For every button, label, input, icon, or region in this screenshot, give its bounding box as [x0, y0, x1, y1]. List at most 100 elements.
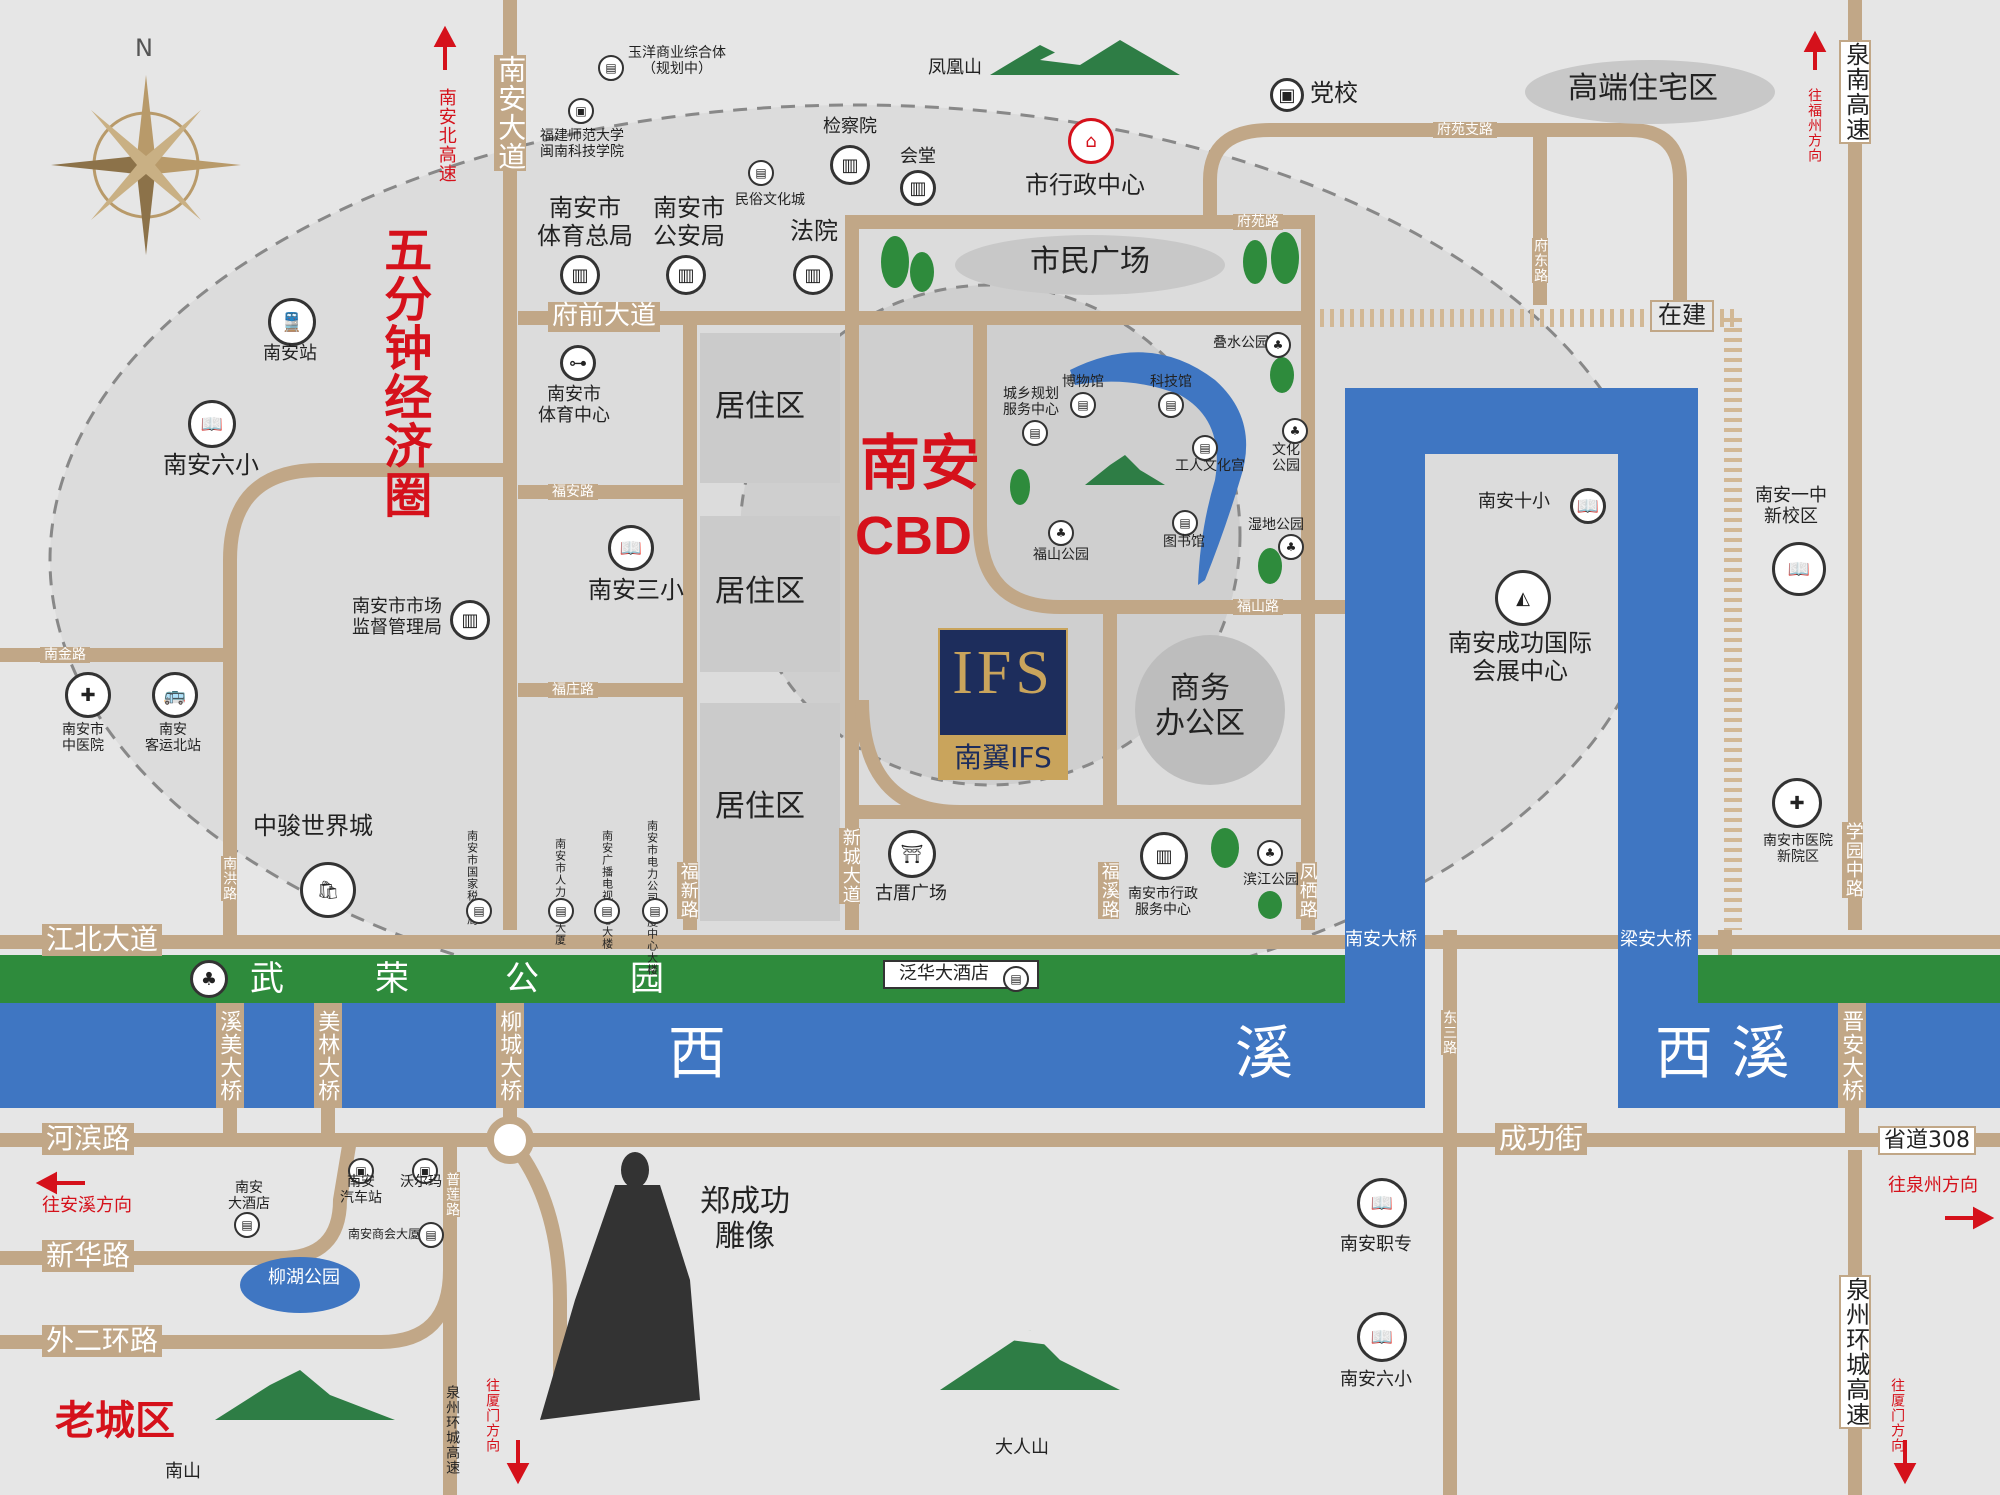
government-building-icon: ▥: [560, 255, 600, 295]
poi-zcg-statue: 郑成功 雕像: [700, 1184, 790, 1254]
road-nanan-north-expressway: 南安北高速: [435, 88, 457, 183]
poi-police-bureau: 南安市 公安局: [653, 194, 725, 250]
road-quanzhou-ring-right: 泉州环城高速: [1839, 1275, 1871, 1429]
road-xumei-bridge: 溪美大桥: [216, 1010, 242, 1102]
mountain-darenshan: [940, 1330, 1120, 1390]
road-chenggong-street: 成功街: [1495, 1122, 1588, 1156]
citizen-square-label: 市民广场: [1030, 244, 1150, 279]
hospital-icon: ✚: [65, 672, 111, 718]
residential-zone-1: 居住区: [715, 389, 805, 424]
park-strip-east: [1695, 955, 2000, 1003]
building-icon: ▤: [548, 898, 574, 924]
poi-planning-center: 城乡规划 服务中心: [1003, 386, 1059, 419]
road-meilin-bridge: 美林大桥: [314, 1010, 340, 1102]
residential-zone-3: 居住区: [715, 789, 805, 824]
building-icon: ▤: [594, 898, 620, 924]
building-icon: ▤: [1192, 435, 1218, 461]
poi-fushan-park: 福山公园: [1033, 547, 1089, 563]
poi-court: 法院: [790, 217, 838, 245]
dumbbell-icon: ⊶: [560, 345, 596, 381]
direction-to-fuzhou: 往福州方向: [1806, 88, 1823, 163]
book-icon: 📖: [1357, 1312, 1407, 1362]
building-icon: ▤: [1158, 392, 1184, 418]
road-pulian: 普莲路: [444, 1172, 461, 1217]
government-building-icon: ▥: [900, 170, 936, 206]
poi-vocational-school: 南安职专: [1340, 1234, 1412, 1255]
park-icon: ♣: [1048, 520, 1074, 546]
road-fuan: 福安路: [548, 484, 598, 501]
river-label-xi: 西: [668, 1019, 727, 1087]
poi-darenshan: 大人山: [995, 1437, 1049, 1458]
poi-workers-palace: 工人文化宫: [1175, 458, 1245, 474]
park-icon: ♣: [1278, 534, 1304, 560]
road-xueyuan-zhong: 学园中路: [1842, 822, 1864, 898]
poi-nanan-no6-right: 南安六小: [1340, 1369, 1412, 1390]
poi-dieshui-park: 叠水公园: [1213, 335, 1269, 351]
poi-wetland-park: 湿地公园: [1248, 517, 1304, 533]
mountain-oldtown: [215, 1370, 395, 1420]
poi-culture-park: 文化 公园: [1272, 442, 1300, 475]
poi-north-bus-station: 南安 客运北站: [145, 722, 201, 755]
direction-to-quanzhou: 往泉州方向: [1888, 1175, 1978, 1196]
shopping-icon: ▣: [412, 1158, 438, 1184]
poi-no1-high-new: 南安一中 新校区: [1755, 485, 1827, 527]
poi-auditorium: 会堂: [900, 146, 936, 167]
government-building-icon: ▥: [1140, 832, 1188, 880]
poi-library: 图书馆: [1163, 534, 1205, 550]
poi-nanan-hotel: 南安 大酒店: [228, 1180, 270, 1213]
river-label-xi2: 溪: [1235, 1019, 1294, 1087]
poi-liuhu-park: 柳湖公园: [268, 1267, 340, 1288]
roundabout: [486, 1116, 534, 1164]
poi-tcm-hospital: 南安市 中医院: [62, 722, 104, 755]
book-icon: 📖: [1772, 542, 1826, 596]
poi-city-government: 市行政中心: [1025, 171, 1145, 199]
hotel-icon: ▤: [234, 1212, 260, 1238]
ifs-logo-cn: 南翼IFS: [940, 735, 1066, 780]
poi-sports-bureau: 南安市 体育总局: [537, 194, 633, 250]
direction-arrows: [35, 25, 1995, 1485]
poi-museum: 博物馆: [1062, 374, 1104, 390]
government-building-icon: ▥: [793, 255, 833, 295]
road-hebin: 河滨路: [42, 1122, 135, 1156]
book-icon: 📖: [188, 400, 236, 448]
road-nanan-bridge: 南安大桥: [1345, 929, 1417, 950]
residential-block-2: [700, 516, 840, 672]
building-icon: ▤: [1070, 392, 1096, 418]
poi-zhongjun-world: 中骏世界城: [253, 812, 373, 840]
cbd-label-line1: 南安: [860, 429, 980, 499]
poi-nanan-bus-station: 南安 汽车站: [340, 1174, 382, 1207]
poi-nanan-station: 南安站: [263, 343, 317, 364]
road-quannan-expressway: 泉南高速: [1839, 40, 1871, 144]
old-town-label: 老城区: [55, 1398, 175, 1444]
under-construction-label: 在建: [1650, 300, 1714, 332]
road-liangan-bridge: 梁安大桥: [1620, 929, 1692, 950]
road-xincheng-avenue: 新城大道: [839, 828, 861, 904]
road-fudong: 府东路: [1532, 238, 1549, 283]
mountain-cbd: [1085, 455, 1165, 485]
road-nanhong: 南洪路: [221, 856, 238, 901]
poi-nanan-no3: 南安三小: [588, 576, 684, 604]
road-fushan: 福山路: [1233, 599, 1283, 616]
business-office-shape: [1135, 635, 1285, 785]
bus-icon: 🚌: [152, 672, 198, 718]
zheng-chenggong-statue: [540, 1152, 700, 1420]
building-icon: ▤: [466, 898, 492, 924]
ifs-logo[interactable]: IFS 南翼IFS: [938, 628, 1068, 780]
road-jiangbei-avenue: 江北大道: [42, 923, 163, 957]
wurong-park-char-3: 公: [505, 959, 539, 999]
train-icon: 🚆: [268, 298, 316, 346]
opera-house-icon: ◭: [1495, 570, 1551, 626]
poi-hr-building: 南安市人力资源大厦: [553, 838, 567, 946]
poi-binjiang-park: 滨江公园: [1243, 872, 1299, 888]
road-fuqian-avenue: 府前大道: [548, 301, 661, 332]
compass-rose: [51, 75, 241, 255]
residential-block-3: [700, 703, 840, 921]
city-hall-icon: ⌂: [1068, 118, 1114, 164]
wurong-park-char-4: 园: [630, 959, 664, 999]
poi-walmart: 沃尔玛: [400, 1174, 442, 1190]
poi-chamber-building: 南安商会大厦: [348, 1227, 421, 1241]
government-building-icon: ▥: [666, 255, 706, 295]
hospital-icon: ✚: [1772, 778, 1822, 828]
road-fengqi: 凤栖路: [1296, 862, 1318, 919]
